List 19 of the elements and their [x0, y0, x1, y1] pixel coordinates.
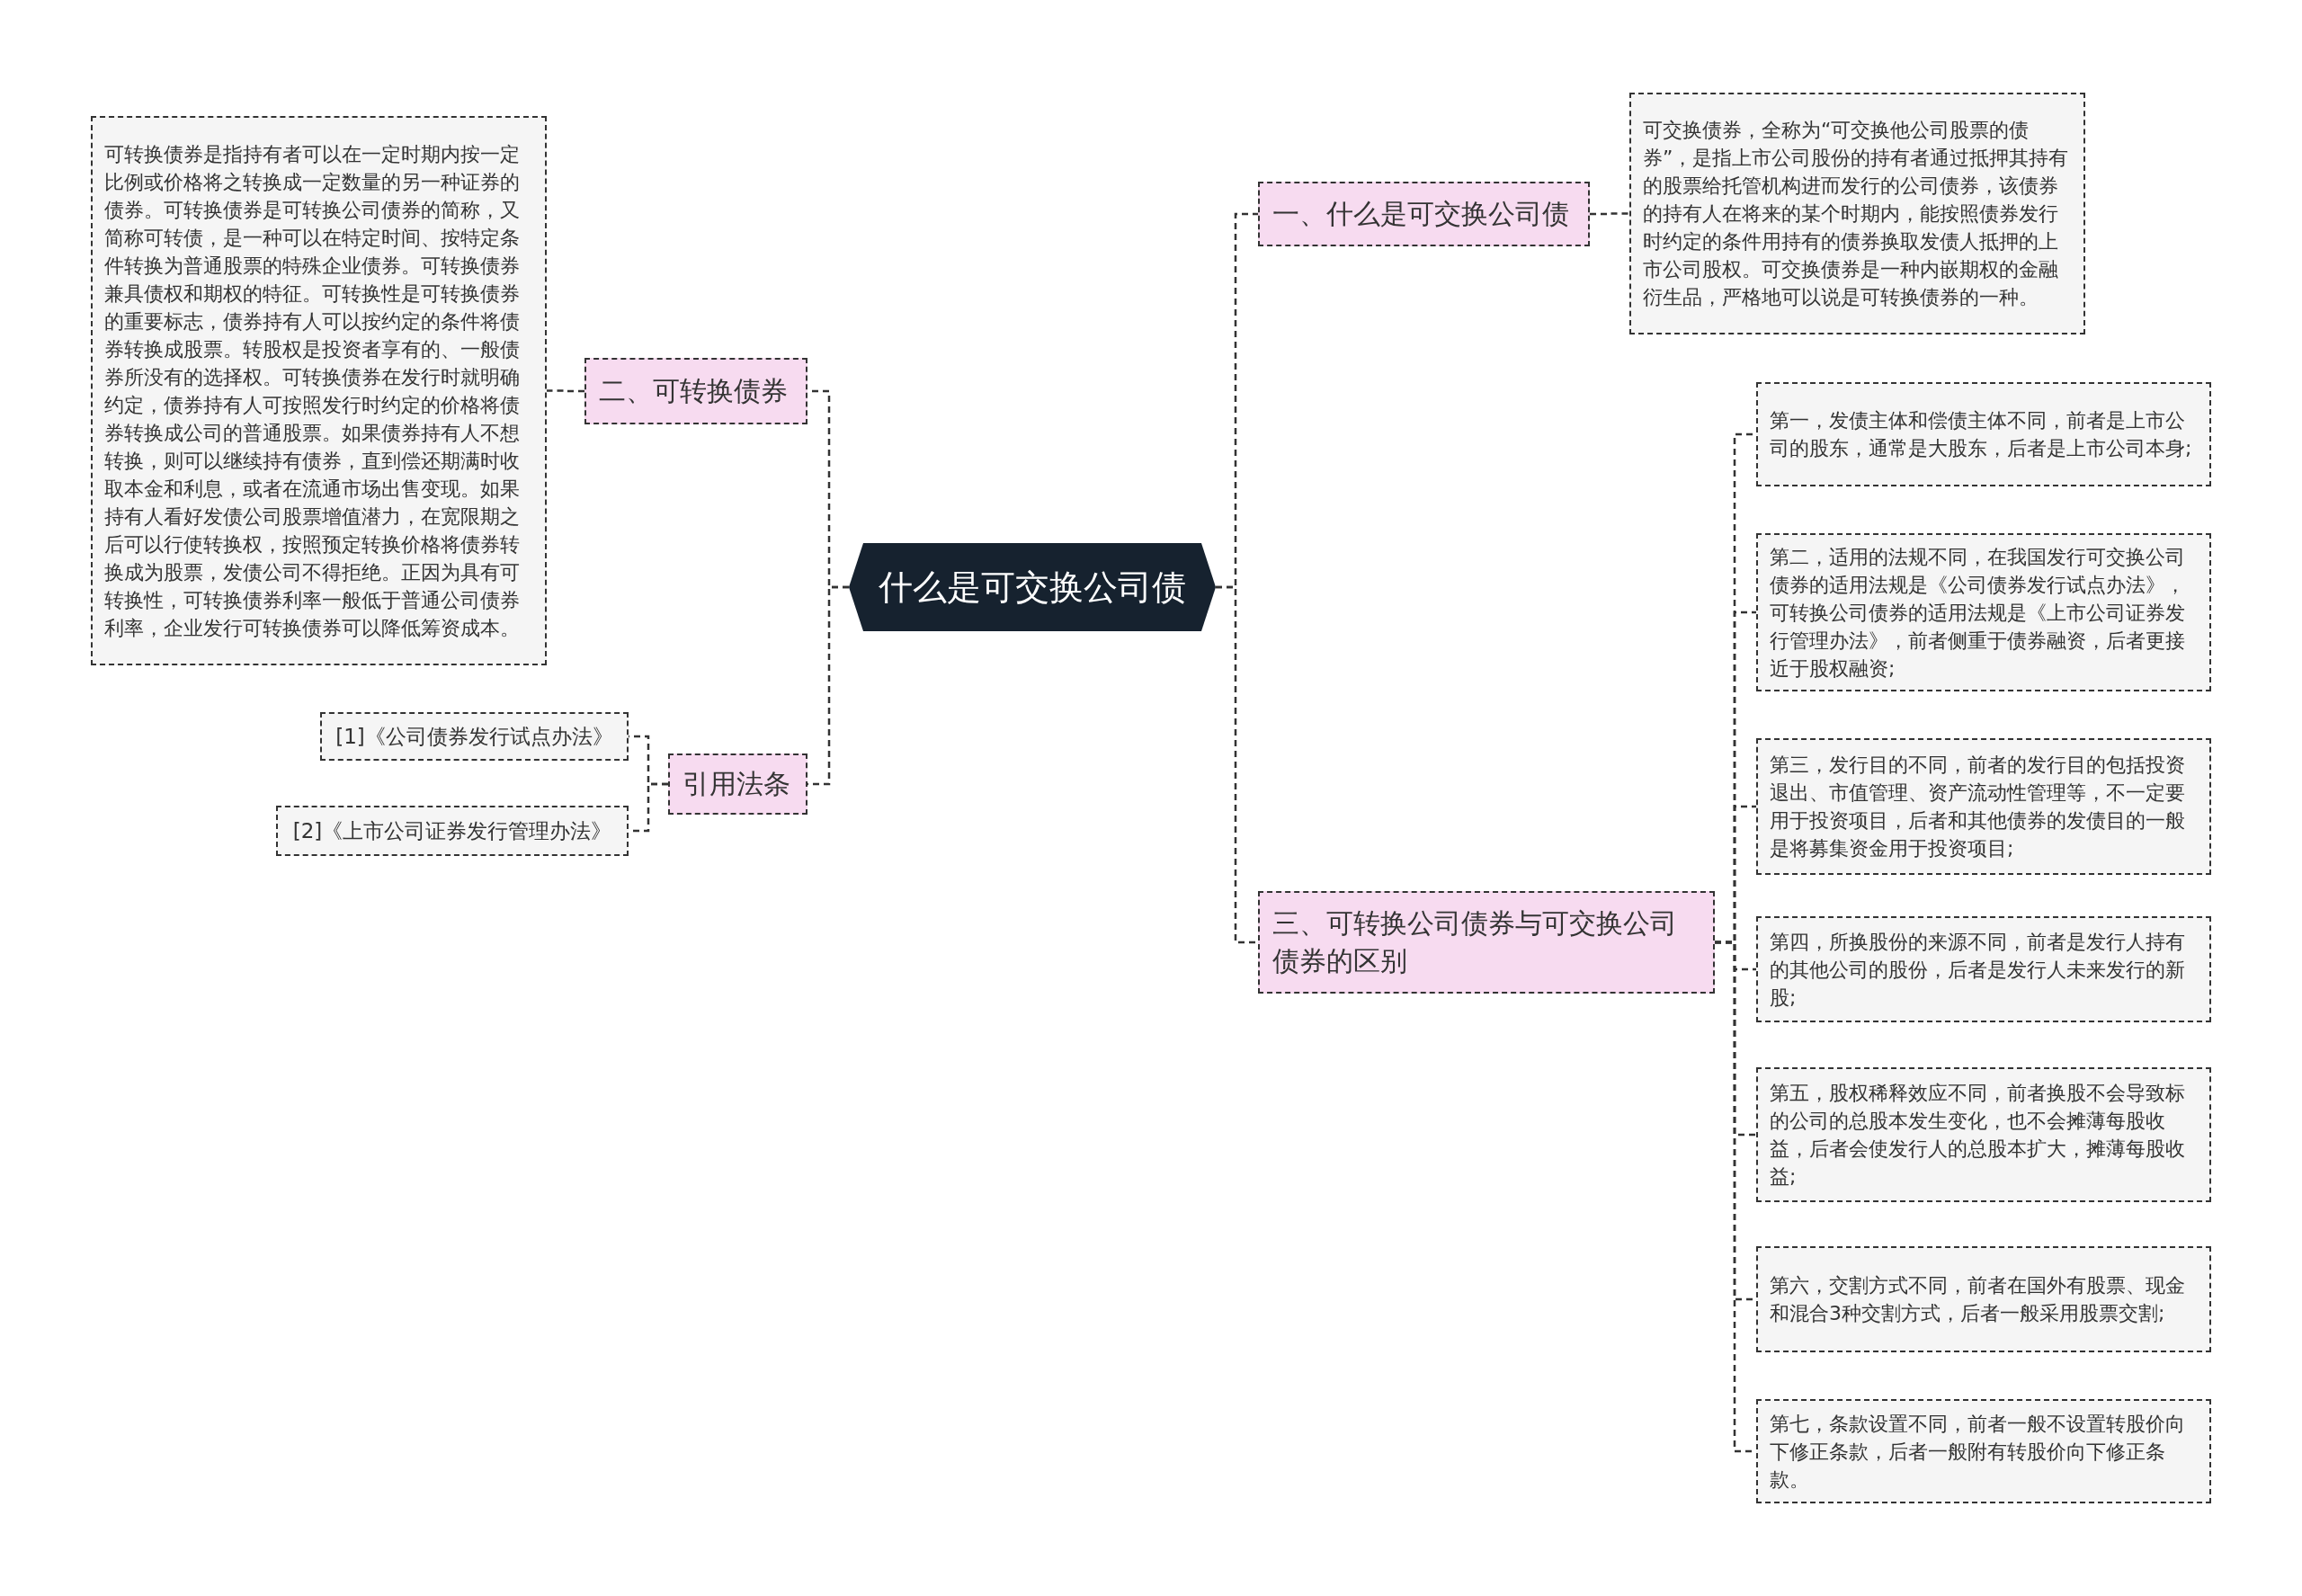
topic-box: 二、可转换债券 — [584, 358, 807, 424]
text-box: 第六，交割方式不同，前者在国外有股票、现金和混合3种交割方式，后者一般采用股票交割; — [1756, 1246, 2211, 1352]
connector — [547, 389, 584, 393]
central-topic: 什么是可交换公司债 — [849, 543, 1216, 631]
text-box: 可转换债券是指持有者可以在一定时期内按一定比例或价格将之转换成一定数量的另一种证券的债券。可转换债券是可转换公司债券的简称，又简称可转债，是一种可以在特定时间、按特定条件转换为普通股票的特殊企业债券。可转换债券兼具债权和期权的特征。可转换性是可转换债券的重要标志，债券持有人可以按约定的条件将债券转换成股票。转股权是投资者享有的、一般债券所没有的选择权。可转换债券在发行时就明确约定，债券持有人可按照发行时约定的价格将债券转换成公司的普通股票。如果债券持有人不想转换，则可以继续持有债券，直到偿还期满时收取本金和利息，或者在流通市场出售变现。如果持有人看好发债公司股票增值潜力，在宽限期之后可以行使转换权，按照预定转换价格将债券转换成为股票，发债公司不得拒绝。正因为具有可转换性，可转换债券利率一般低于普通公司债券利率，企业发行可转换债券可以降低筹资成本。 — [91, 116, 547, 665]
text-box: 第三，发行目的不同，前者的发行目的包括投资退出、市值管理、资产流动性管理等，不一定要用于投资项目，后者和其他债券的发债目的一般是将募集资金用于投资项目; — [1756, 738, 2211, 875]
topic-box: 一、什么是可交换公司债 — [1258, 182, 1590, 246]
topic-box: 三、可转换公司债券与可交换公司债券的区别 — [1258, 891, 1715, 994]
text-box: 第一，发债主体和偿债主体不同，前者是上市公司的股东，通常是大股东，后者是上市公司本身; — [1756, 382, 2211, 486]
topic-box: 引用法条 — [668, 753, 807, 815]
text-box: 第四，所换股份的来源不同，前者是发行人持有的其他公司的股份，后者是发行人未来发行的新股; — [1756, 916, 2211, 1022]
reference-box: [2]《上市公司证券发行管理办法》 — [276, 806, 629, 856]
text-box: 第二，适用的法规不同，在我国发行可交换公司债券的适用法规是《公司债券发行试点办法》，可转换公司债券的适用法规是《上市公司证券发行管理办法》，前者侧重于债券融资，后者更接近于股权融资; — [1756, 533, 2211, 691]
connector — [1216, 585, 1258, 944]
text-box: 第五，股权稀释效应不同，前者换股不会导致标的公司的总股本发生变化，也不会摊薄每股收益，后者会使发行人的总股本扩大，摊薄每股收益; — [1756, 1067, 2211, 1202]
text-box: 第七，条款设置不同，前者一般不设置转股价向下修正条款，后者一般附有转股价向下修正条款。 — [1756, 1399, 2211, 1503]
text-box: 可交换债券，全称为“可交换他公司股票的债券”，是指上市公司股份的持有者通过抵押其持有的股票给托管机构进而发行的公司债券，该债券的持有人在将来的某个时期内，能按照债券发行时约定的条件用持有的债券换取发债人抵押的上市公司股权。可交换债券是一种内嵌期权的金融衍生品，严格地可以说是可转换债券的一种。 — [1629, 93, 2085, 334]
connector — [1590, 212, 1629, 216]
reference-box: [1]《公司债券发行试点办法》 — [320, 712, 629, 761]
